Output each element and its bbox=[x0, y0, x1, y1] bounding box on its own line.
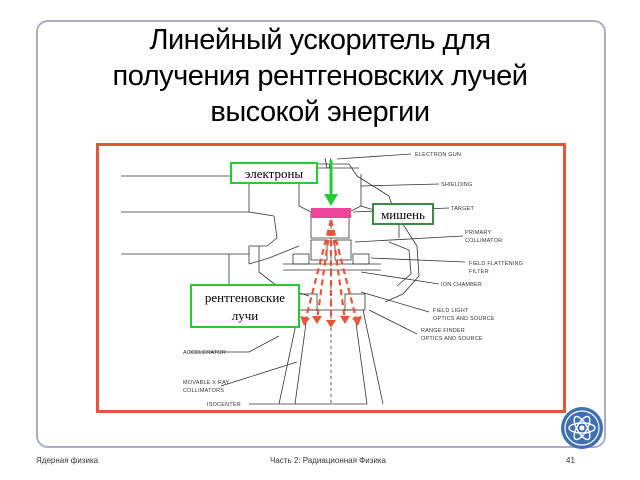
diagram-labels: ELECTRON GUN SHIELDING TARGET PRIMARY CO… bbox=[183, 152, 523, 408]
slide-title: Линейный ускоритель для получения рентге… bbox=[60, 22, 580, 130]
linac-diagram: ELECTRON GUN SHIELDING TARGET PRIMARY CO… bbox=[96, 143, 566, 413]
label-primary-2: COLLIMATOR bbox=[465, 238, 502, 244]
label-flatten-1: FIELD FLATTENING bbox=[469, 261, 523, 267]
label-primary-1: PRIMARY bbox=[465, 230, 491, 236]
label-electron-gun: ELECTRON GUN bbox=[415, 152, 461, 158]
label-light-2: OPTICS AND SOURCE bbox=[433, 316, 495, 322]
label-light-1: FIELD LIGHT bbox=[433, 308, 469, 314]
callout-xrays: рентгеновские лучи bbox=[190, 284, 300, 328]
title-line-1: Линейный ускоритель для bbox=[149, 24, 491, 56]
footer-course: Ядерная физика bbox=[36, 456, 99, 465]
callout-xrays-line-1: рентгеновские bbox=[204, 290, 286, 305]
label-movable-2: COLLIMATORS bbox=[183, 388, 224, 394]
label-shielding: SHIELDING bbox=[441, 182, 472, 188]
label-flatten-2: FILTER bbox=[469, 269, 489, 275]
title-line-2: получения рентгеновских лучей bbox=[112, 60, 528, 92]
callout-target: мишень bbox=[372, 203, 434, 225]
label-target: TARGET bbox=[451, 206, 475, 212]
iaea-atom-logo-icon bbox=[561, 407, 603, 449]
label-range-1: RANGE FINDER bbox=[421, 328, 465, 334]
label-isocenter: ISOCENTER bbox=[207, 402, 241, 408]
callout-xrays-line-2: лучи bbox=[231, 308, 259, 323]
machine-outline bbox=[121, 153, 466, 406]
label-range-2: OPTICS AND SOURCE bbox=[421, 336, 483, 342]
xray-rays bbox=[303, 219, 359, 326]
footer-part: Часть 2: Радиационная Физика bbox=[270, 456, 386, 465]
label-accelerator: ACCELERATOR bbox=[183, 350, 226, 356]
xray-arrowheads bbox=[300, 316, 362, 328]
electron-beam-arrow bbox=[324, 160, 338, 206]
callout-electrons: электроны bbox=[230, 162, 318, 184]
linac-drawing: ELECTRON GUN SHIELDING TARGET PRIMARY CO… bbox=[121, 152, 523, 408]
footer-page-number: 41 bbox=[566, 456, 575, 465]
target-bar bbox=[311, 208, 351, 218]
label-ion-chamber: ION CHAMBER bbox=[441, 282, 482, 288]
label-movable-1: MOVABLE X RAY bbox=[183, 380, 230, 386]
title-line-3: высокой энергии bbox=[210, 96, 430, 128]
